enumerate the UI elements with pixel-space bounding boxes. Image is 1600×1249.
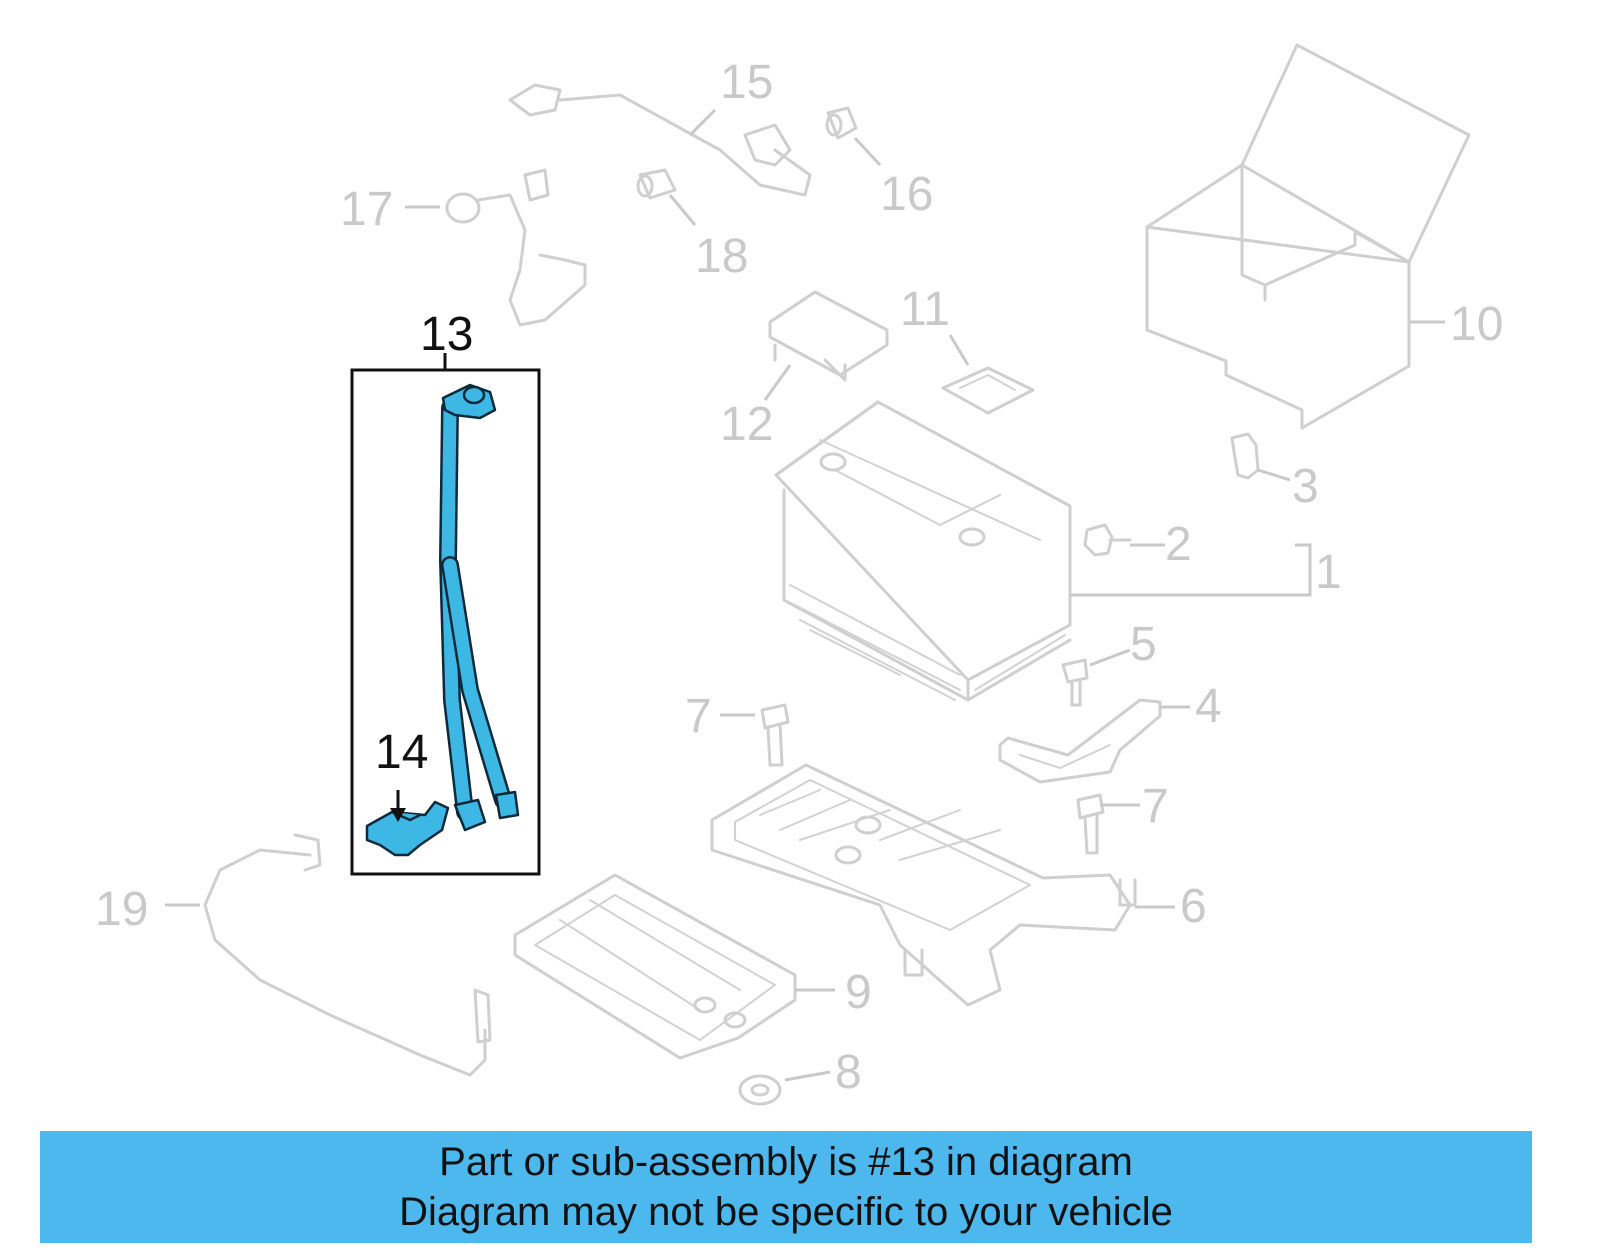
part-8-grommet [738,1074,782,1106]
info-banner: Part or sub-assembly is #13 in diagram D… [40,1131,1532,1243]
part-17-cable [445,168,587,327]
callout-10: 10 [1450,298,1503,351]
callout-8: 8 [835,1046,862,1099]
part-4-bracket [998,698,1162,784]
part-11-label [941,366,1035,415]
part-13-cable [439,383,520,832]
callout-6: 6 [1180,880,1207,933]
callout-18: 18 [695,230,748,283]
callout-14: 14 [375,726,428,779]
part-10-battery-box [1145,43,1471,430]
callout-1: 1 [1315,546,1342,599]
banner-line-2: Diagram may not be specific to your vehi… [399,1190,1173,1234]
part-2-plug [1083,523,1132,557]
part-5-bolt [1061,658,1089,707]
callout-19: 19 [95,883,148,936]
part-9-lower-tray [513,873,797,1060]
callout-3: 3 [1292,460,1319,513]
part-3-clip [1230,432,1260,480]
callout-5: 5 [1130,618,1157,671]
part-1-battery [774,400,1072,702]
callout-12: 12 [720,398,773,451]
part-7-bolt-lower [1076,793,1105,855]
part-18-cap [636,168,677,200]
part-12-cover [768,290,889,382]
part-16-cap [825,106,858,140]
part-19-cable [203,833,492,1077]
callout-4: 4 [1195,680,1222,733]
callout-9: 9 [845,966,872,1019]
arrowhead-14 [390,808,406,822]
part-15-cable [508,83,812,197]
part-6-tray [710,763,1137,1007]
callout-17: 17 [340,183,393,236]
callout-13: 13 [420,308,473,361]
part-7-bolt-upper [760,703,790,767]
callout-2: 2 [1165,518,1192,571]
callout-7-upper: 7 [685,690,712,743]
banner-line-1: Part or sub-assembly is #13 in diagram [439,1140,1133,1184]
callout-15: 15 [720,56,773,109]
callout-16: 16 [880,168,933,221]
leaders-gray [165,108,1445,1082]
callout-11: 11 [900,283,950,336]
callout-7-lower: 7 [1142,780,1169,833]
part-14-terminal [365,800,450,857]
